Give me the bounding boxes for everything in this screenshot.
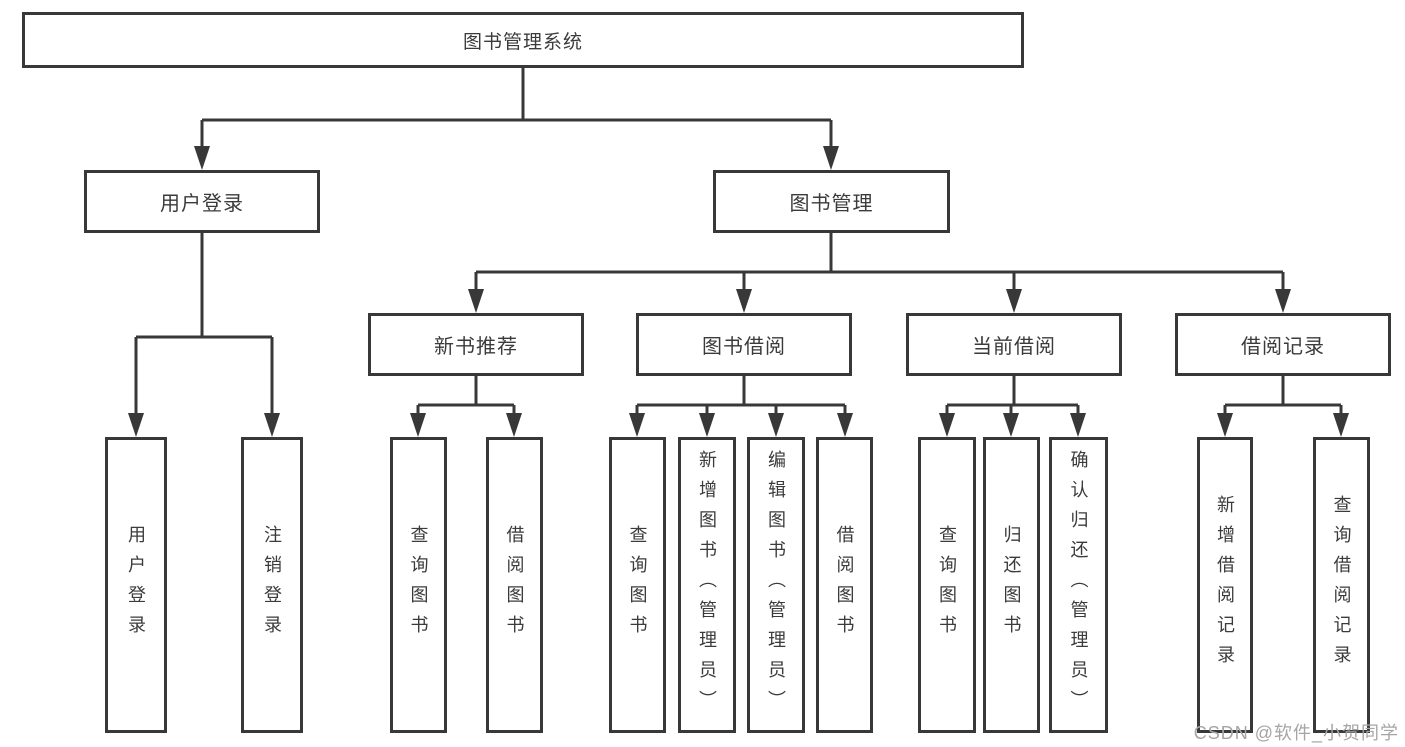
arrowhead — [194, 146, 210, 170]
arrowhead — [264, 413, 280, 437]
node-cb-return-books: 归还图书 — [983, 437, 1040, 733]
arrowhead — [506, 413, 522, 437]
node-leaf-logout: 注销登录 — [241, 437, 303, 733]
edge-borrowing-records-children — [1217, 376, 1349, 437]
edge-current-borrowing-children — [939, 376, 1086, 437]
node-book-management-system: 图书管理系统 — [22, 12, 1024, 68]
edge-root-to-level2 — [194, 68, 839, 170]
node-br-query-record: 查询借阅记录 — [1313, 437, 1370, 733]
node-book-borrowing: 图书借阅 — [636, 313, 852, 376]
node-leaf-user-login: 用户登录 — [105, 437, 167, 733]
node-user-login: 用户登录 — [84, 170, 320, 233]
node-cb-confirm-return-admin: 确认归还（管理员） — [1049, 437, 1108, 733]
node-bb-query-books: 查询图书 — [609, 437, 666, 733]
node-borrowing-records: 借阅记录 — [1175, 313, 1391, 376]
node-br-add-record: 新增借阅记录 — [1197, 437, 1253, 733]
edge-new-book-recommend-children — [410, 376, 522, 437]
arrowhead — [1006, 289, 1022, 313]
arrowhead — [410, 413, 426, 437]
node-cb-query-books: 查询图书 — [918, 437, 976, 733]
edge-book-borrowing-children — [629, 376, 853, 437]
arrowhead — [939, 413, 955, 437]
node-bb-borrow-books: 借阅图书 — [816, 437, 873, 733]
arrowhead — [699, 413, 715, 437]
node-new-book-recommend: 新书推荐 — [368, 313, 584, 376]
arrowhead — [128, 413, 144, 437]
arrowhead — [1217, 413, 1233, 437]
arrowhead — [1275, 289, 1291, 313]
arrowhead — [468, 289, 484, 313]
arrowhead — [1333, 413, 1349, 437]
arrowhead — [768, 413, 784, 437]
arrowhead — [823, 146, 839, 170]
arrowhead — [1070, 413, 1086, 437]
node-rec-query-books: 查询图书 — [390, 437, 447, 733]
edge-book-management-children — [468, 233, 1291, 313]
node-bb-add-books-admin: 新增图书（管理员） — [678, 437, 736, 733]
arrowhead — [629, 413, 645, 437]
edge-user-login-children — [128, 233, 280, 437]
node-rec-borrow-books: 借阅图书 — [486, 437, 543, 733]
arrowhead — [736, 289, 752, 313]
node-current-borrowing: 当前借阅 — [906, 313, 1122, 376]
arrowhead — [837, 413, 853, 437]
csdn-watermark: CSDN @软件_小贺同学 — [1193, 723, 1399, 743]
node-bb-edit-books-admin: 编辑图书（管理员） — [747, 437, 805, 733]
arrowhead — [1003, 413, 1019, 437]
node-book-management: 图书管理 — [713, 170, 950, 233]
